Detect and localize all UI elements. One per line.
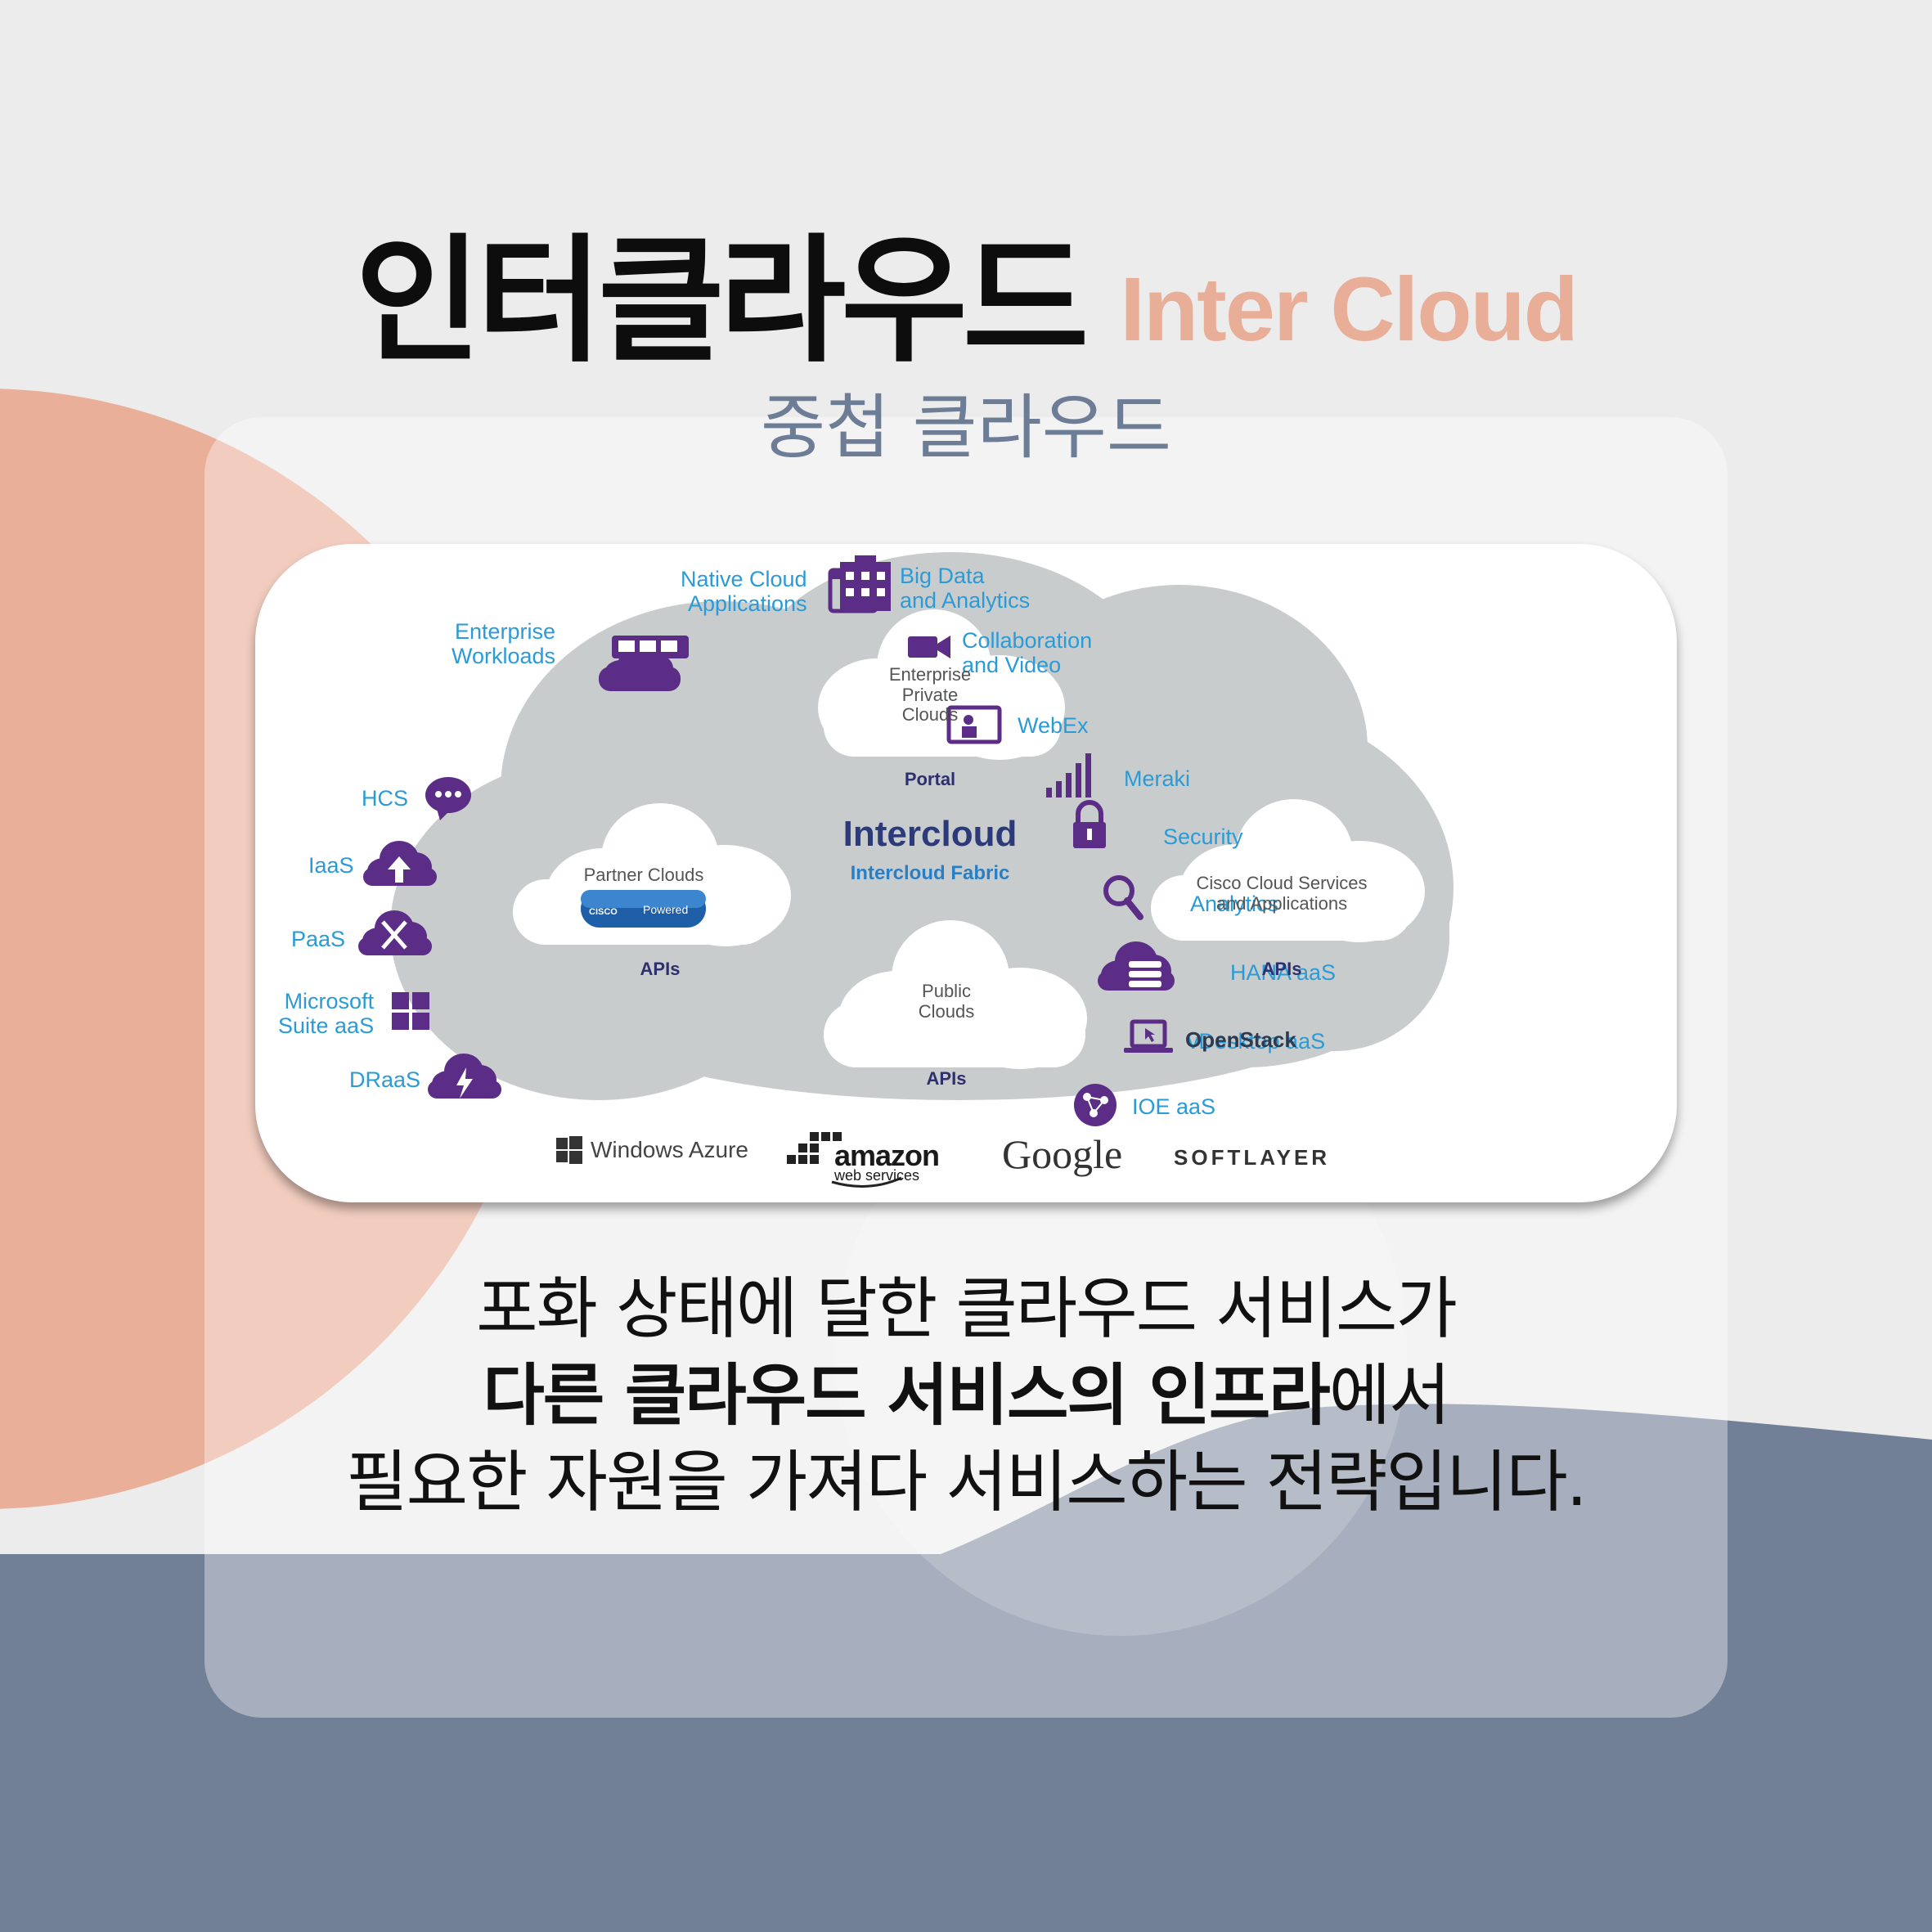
label-partner-clouds: Partner Clouds: [583, 865, 704, 885]
caption-line-2-bold: 다른 클라우드 서비스의 인프라: [483, 1357, 1330, 1435]
laptop-icon: [1124, 1019, 1173, 1053]
label-ioe: IOE aaS: [1132, 1094, 1216, 1119]
label-amazon-web-services: web services: [834, 1167, 920, 1184]
label-windows-azure: Windows Azure: [591, 1137, 748, 1162]
cisco-powered-badge: [581, 890, 706, 928]
label-collaboration: Collaboration and Video: [962, 628, 1093, 678]
label-openstack: OpenStack: [1185, 1027, 1296, 1052]
lightning-cloud-icon: [428, 1054, 501, 1099]
aws-cubes-icon: [787, 1132, 842, 1164]
video-camera-icon: [908, 636, 950, 658]
label-amazon: amazon: [834, 1139, 940, 1172]
label-enterprise-private-clouds: Enterprise Private Clouds: [888, 664, 972, 726]
label-webex: WebEx: [1018, 713, 1089, 738]
signal-bars-icon: [1046, 753, 1091, 798]
windows-grid-icon: [392, 992, 429, 1030]
intercloud-diagram: Enterprise Workloads Native Cloud Applic…: [255, 544, 1677, 1202]
page-title-english: Inter Cloud: [1120, 259, 1579, 360]
label-intercloud: Intercloud: [842, 814, 1018, 854]
label-google: Google: [1002, 1131, 1123, 1177]
label-apis-cisco: APIs: [1261, 959, 1302, 979]
label-paas: PaaS: [291, 927, 346, 951]
globe-network-icon: [1074, 1084, 1117, 1126]
label-iaas: IaaS: [308, 853, 354, 878]
faint-circle: [834, 1063, 1407, 1636]
windows-logo-icon: [556, 1136, 582, 1164]
label-native-cloud-applications: Native Cloud Applications: [681, 567, 807, 617]
page-title-korean: 인터클라우드: [355, 221, 1089, 381]
label-hana: HANA aaS: [1230, 960, 1337, 985]
database-cloud-icon: [1098, 941, 1175, 991]
amazon-smile-icon: [831, 1176, 902, 1188]
label-enterprise-workloads: Enterprise Workloads: [452, 619, 556, 669]
label-public-clouds: Public Clouds: [918, 981, 975, 1022]
caption-line-2-rest: 에서: [1328, 1357, 1451, 1435]
label-microsoft-suite: Microsoft Suite aaS: [278, 989, 375, 1039]
caption-line-2: 다른 클라우드 서비스의 인프라에서: [0, 1353, 1932, 1440]
label-portal: Portal: [904, 769, 956, 789]
label-vdesktop: vDesktop aaS: [1188, 1029, 1326, 1054]
label-security: Security: [1163, 824, 1243, 849]
caption-line-3: 필요한 자원을 가져다 서비스하는 전략입니다.: [346, 1444, 1588, 1521]
label-apis-partner: APIs: [640, 959, 681, 979]
bottom-wave: [0, 1404, 1932, 1932]
badge-powered: Powered: [643, 903, 689, 916]
upload-cloud-icon: [363, 841, 437, 886]
caption-line-1: 포화 상태에 달한 클라우드 서비스가: [476, 1270, 1458, 1348]
label-apis-public: APIs: [926, 1068, 967, 1089]
page-subtitle: 중첩 클라우드: [760, 387, 1172, 469]
cisco-services-cloud-shape: [1151, 799, 1425, 942]
chat-bubble-icon: [425, 777, 471, 820]
magnifier-icon: [1103, 875, 1143, 920]
public-cloud-shape: [824, 920, 1087, 1069]
label-intercloud-fabric: Intercloud Fabric: [850, 862, 1010, 884]
enterprise-private-cloud-shape: [818, 609, 1065, 760]
building-icon: [840, 555, 891, 611]
label-hcs: HCS: [362, 786, 409, 811]
label-cisco-cloud-services: Cisco Cloud Services and Applications: [1196, 873, 1368, 914]
label-big-data: Big Data and Analytics: [900, 564, 1031, 613]
server-cloud-icon: [599, 636, 689, 691]
padlock-icon: [1073, 800, 1106, 848]
diagram-clouds: [358, 552, 1453, 1188]
badge-brand: CISCO: [589, 907, 618, 917]
webex-screen-icon: [946, 705, 1002, 744]
label-analytics: Analytics: [1190, 892, 1279, 916]
label-softlayer: SOFTLAYER: [1174, 1145, 1331, 1170]
tools-cloud-icon: [358, 910, 432, 955]
label-meraki: Meraki: [1124, 766, 1191, 791]
caption-text: 포화 상태에 달한 클라우드 서비스가 다른 클라우드 서비스의 인프라에서 필…: [0, 1266, 1932, 1526]
label-draas: DRaaS: [349, 1067, 421, 1092]
title-row: 인터클라우드 Inter Cloud: [0, 231, 1932, 370]
